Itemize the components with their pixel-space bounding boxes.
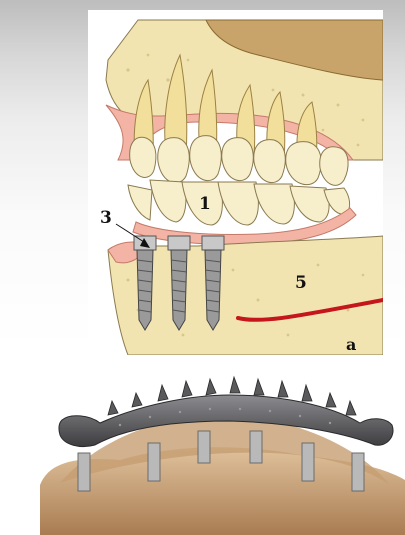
framework-photo-panel	[40, 365, 405, 535]
dental-illustration-panel: 1 3 5 a	[88, 10, 383, 355]
lower-prosthetic-crowns	[128, 180, 350, 225]
bone-callout: 5	[295, 275, 307, 292]
implant-callout: 3	[100, 210, 112, 227]
panel-a-label: a	[346, 337, 356, 353]
framework-photo	[40, 365, 405, 535]
crown-callout: 1	[199, 196, 211, 213]
illustration-drawing	[88, 10, 383, 355]
dental-implants	[134, 236, 224, 330]
